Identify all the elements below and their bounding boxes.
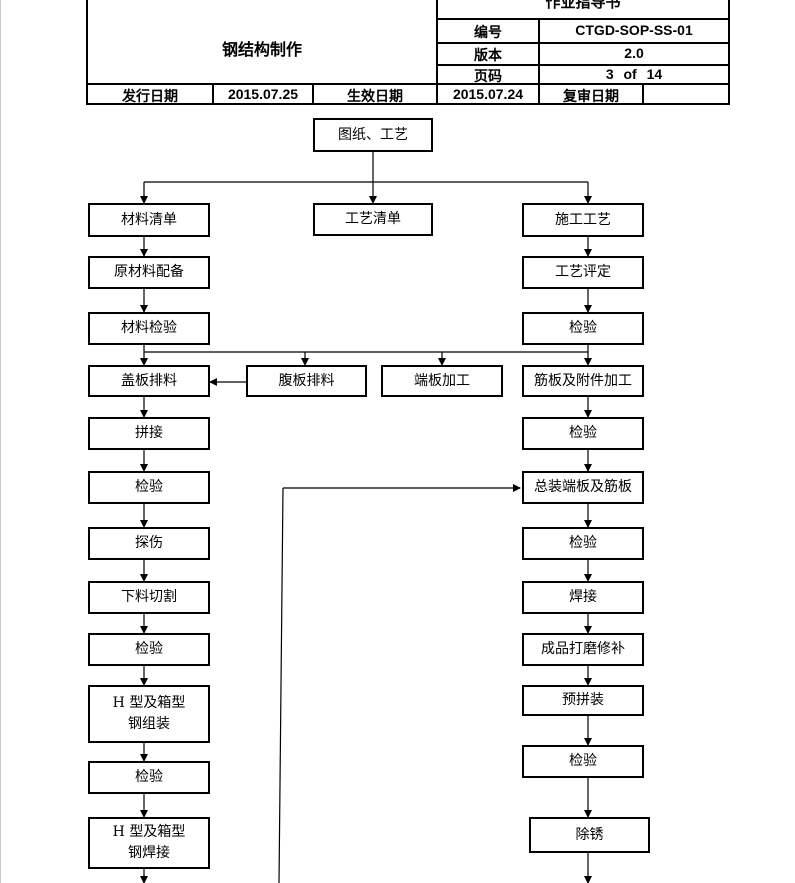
step-cutting: 下料切割 [88,581,210,614]
step-grinding-repair: 成品打磨修补 [522,633,644,666]
page-title: 钢结构制作 [221,42,302,59]
page-number-value: 3 of 14 [539,66,729,82]
review-date-label: 复审日期 [563,88,619,104]
step-inspection-left-2: 检验 [88,633,210,666]
step-material-list: 材料清单 [88,203,210,237]
step-inspection-right-3: 检验 [522,527,644,560]
page-label: 页码 [474,68,502,84]
step-material-inspection: 材料检验 [88,312,210,345]
step-process-list: 工艺清单 [313,203,433,236]
page-current: 3 [605,66,614,82]
step-process-evaluation: 工艺评定 [522,256,644,289]
effective-date-label: 生效日期 [347,88,403,104]
step-construction-process: 施工工艺 [522,203,644,237]
step-raw-material-prep: 原材料配备 [88,256,210,289]
step-inspection-left-3: 检验 [88,761,210,794]
number-label: 编号 [474,24,502,40]
page-edge [0,0,1,883]
effective-date-value: 2015.07.24 [452,86,524,102]
step-inspection-right-1: 检验 [522,312,644,345]
step-cover-plate-nesting: 盖板排料 [88,365,210,397]
issue-date-label: 发行日期 [122,88,178,104]
version-label: 版本 [474,47,502,63]
step-h-box-assembly: H 型及箱型 钢组装 [88,685,210,743]
step-inspection-right-2: 检验 [522,417,644,450]
document-type-title: 作业指导书 [545,0,621,11]
step-inspection-right-4: 检验 [522,745,644,778]
step-welding: 焊接 [522,581,644,614]
step-rib-attachment-processing: 筋板及附件加工 [522,365,644,397]
step-drawings-process: 图纸、工艺 [313,118,433,152]
page-total: 14 [646,66,663,82]
step-rust-removal: 除锈 [529,817,650,853]
step-splicing: 拼接 [88,417,210,450]
version-value: 2.0 [624,45,644,61]
header-table [86,0,730,105]
step-pre-assembly: 预拼装 [522,685,644,716]
issue-date-value: 2015.07.25 [227,86,299,102]
step-h-box-welding: H 型及箱型 钢焊接 [88,817,210,869]
page-of: of [623,66,637,82]
number-value: CTGD-SOP-SS-01 [575,22,693,38]
step-flaw-detection: 探伤 [88,527,210,560]
step-end-plate-processing: 端板加工 [381,365,503,397]
step-web-plate-nesting: 腹板排料 [246,365,367,397]
step-inspection-left-1: 检验 [88,471,210,504]
step-final-assembly: 总装端板及筋板 [522,471,644,504]
